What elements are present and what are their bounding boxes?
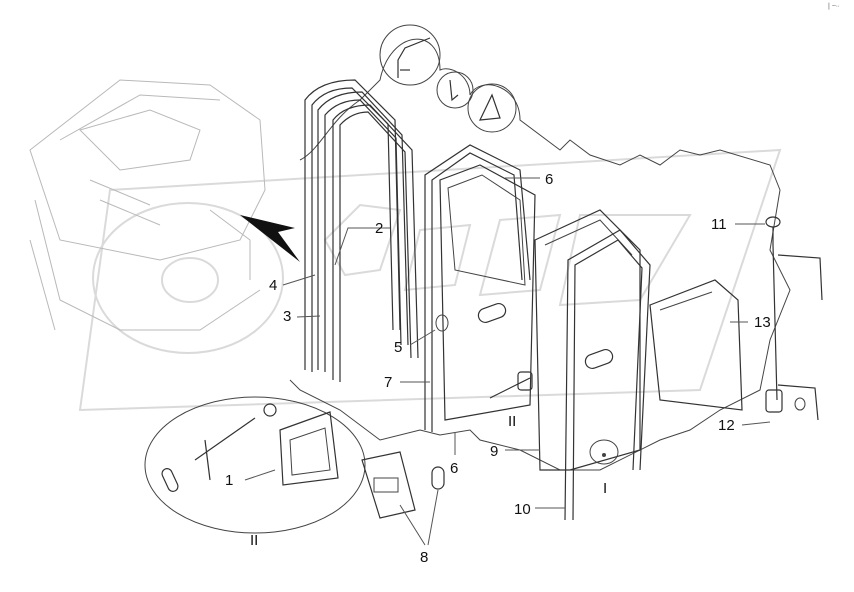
callout-2: 2 [375,220,383,237]
callout-6-top: 6 [545,171,553,188]
callout-12: 12 [718,417,735,434]
callout-9: 9 [490,443,498,460]
callout-4: 4 [269,277,277,294]
door-seal-10 [564,229,651,521]
detail-II-inset [144,396,366,534]
leader-lines [244,177,771,546]
callout-II-inset: II [250,532,258,549]
callout-5: 5 [394,339,402,356]
callout-6-bottom: 6 [450,460,458,477]
callout-I: I [603,480,607,497]
callout-labels: 2 4 3 5 7 6 6 II 9 I 10 1 II 8 11 13 12 [225,171,771,566]
callout-13: 13 [754,314,771,331]
watermark-logo [78,148,782,412]
callout-10: 10 [514,501,531,518]
callout-II-panel: II [508,413,516,430]
corner-mark: ❘~∙∙ [826,2,840,10]
door-seal-4 [317,91,409,372]
callout-3: 3 [283,308,291,325]
group-outline [289,38,791,471]
lock-mechanism [489,371,533,399]
callout-8: 8 [420,549,428,566]
detail-inset-2 [436,71,474,109]
cab-background-sketch [29,79,266,331]
window-rod-12 [765,216,823,421]
callout-7: 7 [384,374,392,391]
callout-11: 11 [711,216,727,233]
callout-1: 1 [225,472,233,489]
door-seal-2 [332,104,419,382]
detail-inset-1 [379,24,441,86]
door-seal-3 [304,79,401,372]
detail-inset-3 [467,83,517,133]
door-frame-7 [424,144,536,432]
window-glass-13 [649,279,743,411]
handle-8 [361,451,445,519]
direction-arrow [240,215,300,262]
